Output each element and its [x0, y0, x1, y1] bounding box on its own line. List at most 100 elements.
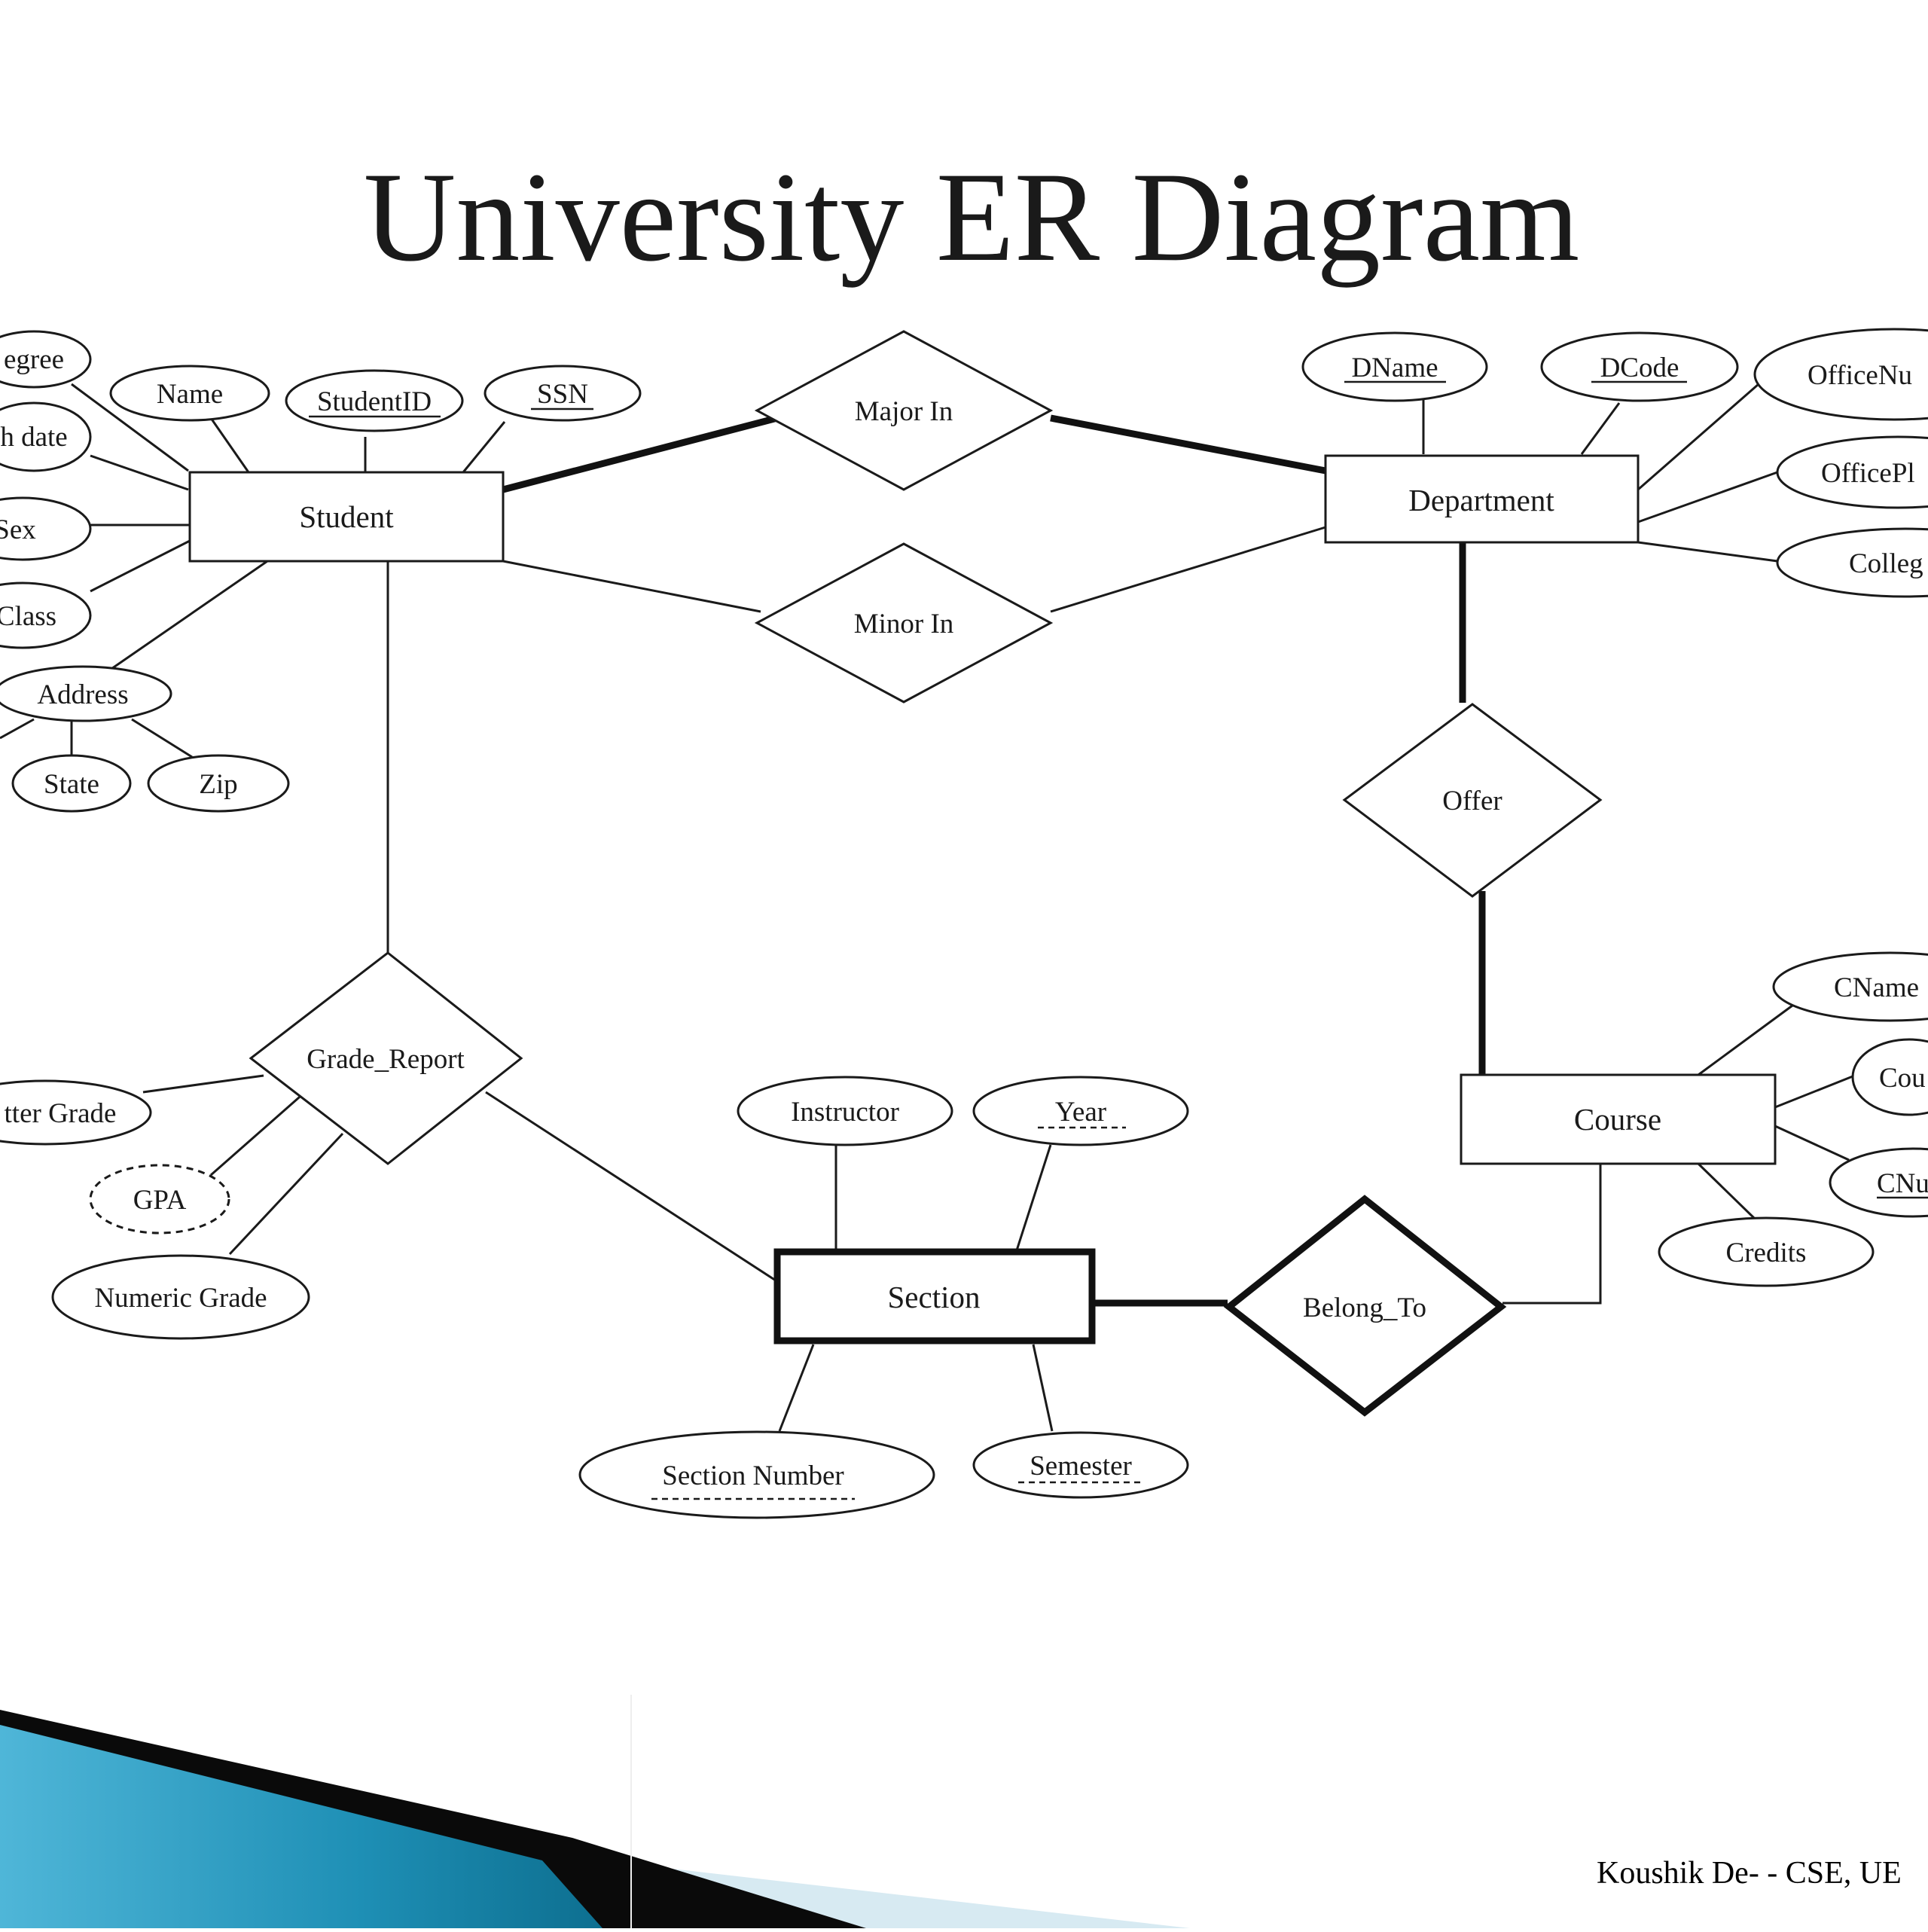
entity-section: Section [773, 1248, 1096, 1344]
line-gpa [210, 1091, 306, 1177]
attribute-letter-grade: tter Grade [0, 1079, 152, 1146]
svg-text:Student: Student [299, 499, 394, 534]
attribute-student-id: StudentID [285, 369, 464, 432]
entity-student: Student [188, 471, 505, 563]
line-student-majorin [502, 414, 779, 493]
line-birthdate [90, 454, 189, 491]
entity-course: Course [1460, 1073, 1777, 1165]
svg-text:Address: Address [37, 679, 128, 710]
svg-text:Instructor: Instructor [791, 1097, 899, 1128]
line-minorin-department [1050, 526, 1326, 613]
svg-text:egree: egree [4, 344, 64, 375]
svg-text:Sex: Sex [0, 514, 36, 545]
line-zip [131, 718, 193, 758]
line-college [1637, 541, 1778, 563]
line-credits [1697, 1162, 1756, 1220]
svg-text:CName: CName [1834, 972, 1919, 1003]
line-gradereport-section [485, 1091, 776, 1282]
svg-text:Grade_Report: Grade_Report [307, 1044, 465, 1075]
line-semester [1032, 1344, 1054, 1432]
line-numericgrade [228, 1132, 344, 1256]
line-name [209, 417, 250, 473]
attribute-state: State [11, 754, 132, 813]
svg-text:Course: Course [1574, 1102, 1661, 1137]
relationship-belong-to: Belong_To [1223, 1195, 1507, 1417]
svg-text:OfficeNu: OfficeNu [1808, 360, 1912, 391]
svg-text:Cou: Cou [1879, 1063, 1926, 1094]
attribute-credits: Credits [1658, 1216, 1875, 1287]
line-ssn [462, 421, 506, 473]
svg-text:StudentID: StudentID [317, 386, 432, 417]
svg-text:Credits: Credits [1726, 1238, 1807, 1268]
svg-text:DCode: DCode [1600, 353, 1679, 383]
attribute-instructor: Instructor [737, 1076, 953, 1146]
attribute-office-phone: OfficePl [1776, 435, 1928, 509]
attribute-college: Colleg [1776, 527, 1928, 598]
attribute-ssn: SSN [484, 365, 642, 422]
attribute-class: Class [0, 581, 92, 649]
attribute-name: Name [109, 365, 270, 422]
svg-text:Numeric Grade: Numeric Grade [94, 1283, 267, 1314]
svg-text:Offer: Offer [1442, 786, 1502, 816]
attribute-address: Address [0, 665, 172, 722]
attribute-dcode: DCode [1540, 331, 1739, 402]
diagram-title: University ER Diagram [364, 146, 1580, 288]
connection-lines [0, 383, 1857, 1432]
svg-text:Zip: Zip [199, 769, 237, 800]
line-lettergrade [142, 1074, 264, 1094]
svg-text:DName: DName [1351, 353, 1438, 383]
svg-text:OfficePl: OfficePl [1821, 458, 1915, 489]
attribute-birth-date: h date [0, 401, 92, 472]
svg-text:h date: h date [0, 422, 67, 453]
attribute-year: Year [972, 1076, 1189, 1146]
line-course-belongto [1502, 1164, 1602, 1305]
svg-text:Section: Section [888, 1280, 981, 1314]
relationship-minor-in: Minor In [754, 542, 1054, 704]
svg-text:Belong_To: Belong_To [1303, 1293, 1426, 1323]
attribute-sex: Sex [0, 496, 92, 561]
line-year [1015, 1144, 1052, 1251]
slide-decoration [0, 1695, 1190, 1928]
svg-text:Minor In: Minor In [854, 609, 954, 639]
svg-text:SSN: SSN [537, 379, 588, 410]
attribute-dname: DName [1301, 331, 1488, 402]
attribute-cname: CName [1772, 951, 1928, 1022]
entity-department: Department [1324, 454, 1640, 544]
svg-text:Name: Name [157, 379, 223, 410]
line-cname [1698, 1004, 1793, 1076]
svg-text:GPA: GPA [133, 1185, 187, 1216]
attribute-degree: egree [0, 330, 92, 389]
attribute-course: Cou [1851, 1038, 1928, 1116]
svg-text:Year: Year [1055, 1097, 1106, 1128]
svg-text:Section Number: Section Number [662, 1460, 844, 1491]
attribute-numeric-grade: Numeric Grade [51, 1254, 310, 1340]
line-address [108, 560, 268, 672]
line-officephone [1637, 471, 1778, 523]
attribute-semester: Semester [972, 1431, 1189, 1499]
relationship-major-in: Major In [754, 330, 1054, 491]
svg-text:CNu: CNu [1877, 1168, 1928, 1199]
svg-text:tter Grade: tter Grade [5, 1098, 117, 1129]
svg-text:Major In: Major In [855, 396, 953, 427]
line-cnumber [1774, 1125, 1850, 1161]
relationship-grade-report: Grade_Report [249, 951, 523, 1165]
svg-text:Department: Department [1408, 483, 1554, 517]
relationship-offer: Offer [1342, 703, 1603, 898]
svg-text:Colleg: Colleg [1849, 548, 1923, 579]
line-dcode [1580, 402, 1621, 455]
attribute-cnumber: CNu [1829, 1147, 1928, 1218]
attribute-gpa: GPA [89, 1164, 230, 1235]
line-degree [71, 383, 189, 472]
line-student-minorin [502, 560, 761, 613]
line-address-left [0, 718, 35, 740]
svg-text:Class: Class [0, 601, 56, 632]
attribute-office-number: OfficeNu [1753, 328, 1928, 421]
line-course-attr [1774, 1073, 1857, 1109]
line-officenumber [1637, 383, 1759, 491]
svg-text:Semester: Semester [1030, 1451, 1132, 1482]
line-majorin-department [1050, 414, 1326, 475]
line-sectionnumber [778, 1344, 815, 1432]
svg-text:State: State [44, 769, 99, 800]
